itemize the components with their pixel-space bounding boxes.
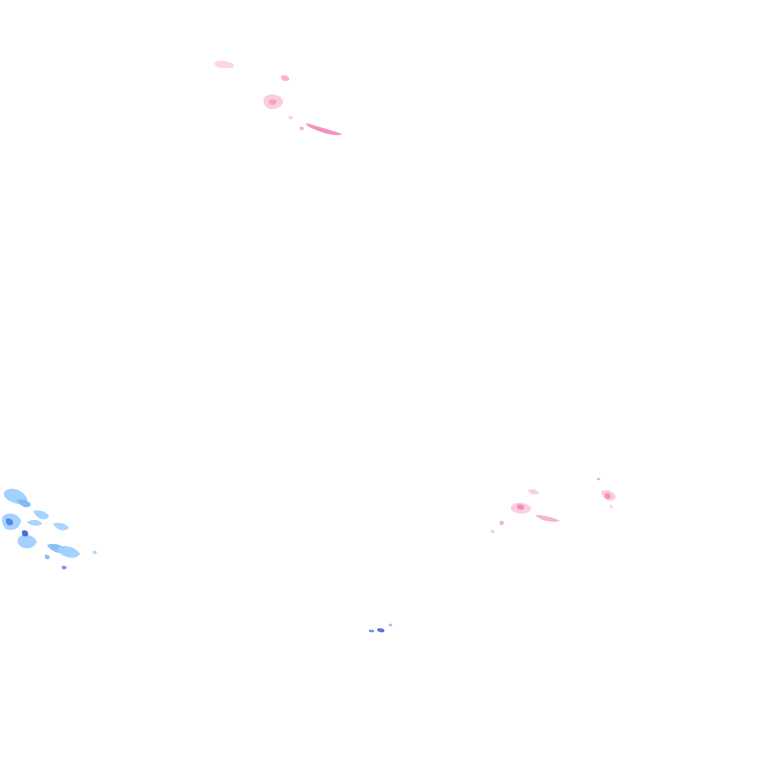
rain-echo-blob	[57, 545, 80, 558]
rain-echo-speck	[368, 629, 375, 633]
rain-echo-cluster-south	[368, 623, 393, 633]
snow-echo-speck	[288, 115, 293, 120]
snow-echo-speck	[299, 126, 304, 131]
rain-echo-blob	[17, 499, 31, 508]
snow-echo-speck	[490, 529, 495, 534]
snow-echo-core	[604, 493, 611, 499]
snow-echo-streak	[535, 515, 560, 522]
snow-echo-speck	[596, 477, 601, 481]
rain-echo-core	[21, 530, 29, 537]
rain-echo-speck	[92, 550, 97, 555]
rain-echo-blob	[53, 522, 69, 531]
rain-echo-speck	[61, 565, 67, 570]
rain-echo-speck	[44, 554, 50, 560]
snow-echo-core	[516, 504, 525, 510]
rain-echo-blob	[17, 534, 37, 549]
snow-echo-blob	[281, 75, 290, 81]
snow-echo-cluster-north	[214, 60, 342, 136]
snow-echo-cluster-southeast	[490, 477, 616, 534]
snow-echo-speck	[499, 520, 504, 526]
rain-echo-cluster-west	[2, 488, 97, 570]
snow-echo-speck	[609, 504, 613, 509]
rain-echo-speck	[377, 628, 385, 633]
snow-echo-blob	[268, 99, 277, 105]
rain-echo-blob	[33, 510, 49, 520]
snow-echo-blob	[214, 60, 235, 69]
rain-echo-blob	[27, 519, 42, 526]
snow-echo-blob	[528, 489, 539, 495]
snow-echo-streak	[306, 123, 342, 136]
rain-echo-core	[5, 518, 14, 526]
rain-echo-speck	[388, 623, 393, 627]
